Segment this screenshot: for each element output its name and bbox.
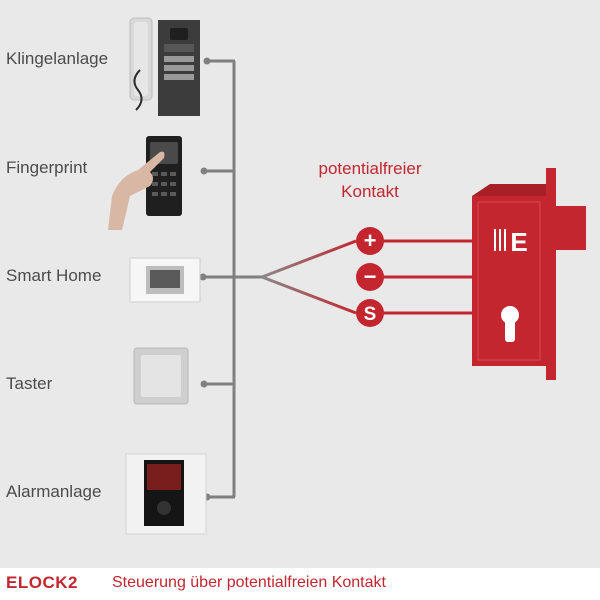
signal-terminal-symbol: S xyxy=(364,304,377,325)
device-label-klingelanlage: Klingelanlage xyxy=(6,49,109,68)
connector-dot-klingelanlage xyxy=(203,57,211,65)
plus-terminal-symbol: + xyxy=(364,228,377,253)
smart-home-panel-icon xyxy=(129,257,201,303)
alarm-panel-icon xyxy=(125,453,207,535)
wiring-diagram: + − S E xyxy=(108,17,586,535)
connector-dot-fingerprint xyxy=(200,167,208,175)
fingerprint-reader-icon xyxy=(108,136,182,230)
device-label-taster: Taster xyxy=(6,374,53,393)
motor-lock-icon: E xyxy=(472,168,586,380)
plus-terminal-icon: + xyxy=(356,227,384,255)
wire-signal xyxy=(261,275,357,315)
contact-label-line2: Kontakt xyxy=(341,182,399,201)
footer-bar: ELOCK2 Steuerung über potentialfreien Ko… xyxy=(0,568,600,600)
footer-caption: Steuerung über potentialfreien Kontakt xyxy=(112,574,386,591)
device-label-alarmanlage: Alarmanlage xyxy=(6,482,102,501)
wire-plus xyxy=(261,239,357,279)
terminal-wires xyxy=(370,239,482,315)
fan-out-wires xyxy=(261,239,357,315)
contact-label: potentialfreier Kontakt xyxy=(290,157,450,203)
signal-terminal-icon: S xyxy=(356,299,384,327)
keyhole-icon xyxy=(501,306,519,342)
minus-terminal-icon: − xyxy=(356,263,384,291)
push-button-switch-icon xyxy=(133,347,189,405)
elock-logo: ELOCK2 xyxy=(6,573,78,592)
connector-dot-smart-home xyxy=(199,273,207,281)
connector-dot-taster xyxy=(200,380,208,388)
contact-label-line1: potentialfreier xyxy=(318,159,422,178)
minus-terminal-symbol: − xyxy=(364,264,377,289)
lock-logo-letter: E xyxy=(510,227,527,257)
device-label-smart-home: Smart Home xyxy=(6,266,102,285)
device-label-fingerprint: Fingerprint xyxy=(6,158,88,177)
lock-logo-icon xyxy=(494,229,506,251)
device-connectors xyxy=(199,57,262,501)
intercom-icon xyxy=(129,17,200,116)
